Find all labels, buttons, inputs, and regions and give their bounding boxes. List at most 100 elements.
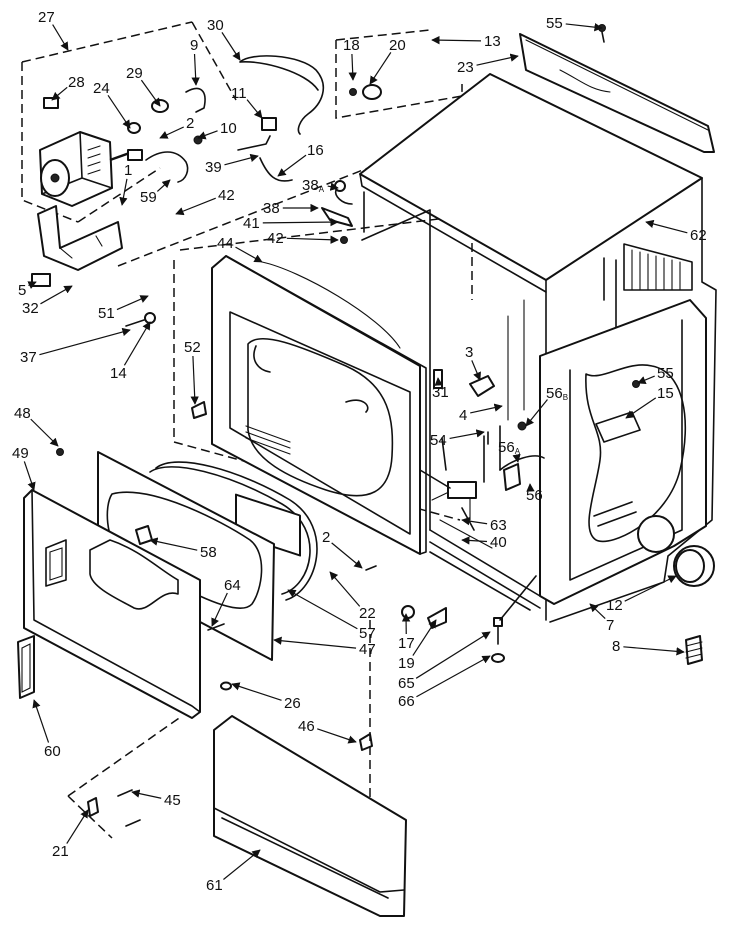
callout-1: 1 — [119, 162, 132, 206]
part-number: 2 — [186, 115, 194, 132]
part-number: 13 — [484, 33, 501, 50]
leader-line — [449, 429, 485, 440]
part-number: 65 — [398, 675, 415, 692]
callout-56: 56 — [526, 483, 543, 504]
part-number: 3 — [465, 344, 473, 361]
callout-66: 66 — [398, 655, 491, 710]
callout-14: 14 — [110, 321, 151, 382]
leader-line — [27, 281, 37, 289]
callout-2: 2 — [159, 115, 194, 139]
callout-42: 42 — [267, 230, 339, 247]
leader-line — [287, 589, 358, 630]
leader-line — [231, 682, 282, 701]
part-number: 56 — [526, 487, 543, 504]
part-number: 54 — [430, 432, 447, 449]
callout-31: 31 — [432, 377, 449, 401]
leader-line — [156, 179, 171, 192]
callout-21: 21 — [52, 809, 89, 860]
part-number: 16 — [307, 142, 324, 159]
part-number: 23 — [457, 59, 474, 76]
part-number: 37 — [20, 349, 37, 366]
callout-47: 47 — [273, 636, 376, 658]
callout-60: 60 — [32, 699, 61, 760]
part-number: 30 — [207, 17, 224, 34]
callout-55: 55 — [637, 365, 674, 384]
leader-line — [40, 285, 73, 305]
door-handle — [17, 635, 35, 699]
callout-19: 19 — [398, 619, 437, 672]
part-number: 48 — [14, 405, 31, 422]
callout-41: 41 — [243, 215, 339, 232]
callout-48: 48 — [14, 405, 59, 447]
callout-37: 37 — [20, 327, 131, 366]
callout-8: 8 — [612, 638, 685, 656]
part-number: 58 — [200, 544, 217, 561]
leader-line — [470, 403, 503, 414]
callout-28: 28 — [51, 74, 85, 101]
leader-line — [223, 849, 261, 880]
part-number: 27 — [38, 9, 55, 26]
leader-line — [623, 646, 685, 656]
part-number: 9 — [190, 37, 198, 54]
callout-32: 32 — [22, 285, 73, 317]
part-number: 19 — [398, 655, 415, 672]
part-number: 18 — [343, 37, 360, 54]
callout-61: 61 — [206, 849, 261, 894]
front-bulkhead — [211, 255, 443, 555]
leader-line — [624, 575, 677, 602]
part-number: 31 — [432, 384, 449, 401]
leader-line — [23, 461, 36, 491]
callout-5: 5 — [18, 281, 37, 299]
callout-17: 17 — [398, 613, 415, 652]
leader-line — [476, 53, 519, 66]
part-number: 66 — [398, 693, 415, 710]
callout-54: 54 — [430, 429, 485, 449]
callout-55: 55 — [546, 15, 603, 32]
part-number: 21 — [52, 843, 69, 860]
hardware — [67, 180, 715, 839]
callout-44: 44 — [217, 235, 263, 263]
top-rail — [519, 33, 715, 153]
part-number: 51 — [98, 305, 115, 322]
leader-line — [52, 24, 69, 51]
callout-18: 18 — [343, 37, 360, 81]
leader-line — [131, 789, 162, 799]
part-number: 5 — [18, 282, 26, 299]
part-number: 56 — [546, 385, 563, 402]
leader-line — [589, 603, 606, 619]
part-number: 15 — [657, 385, 674, 402]
callout-10: 10 — [197, 120, 237, 140]
callout-11: 11 — [231, 85, 263, 119]
part-suffix: A — [319, 185, 325, 194]
callout-23: 23 — [457, 53, 519, 76]
leader-line — [30, 418, 59, 447]
part-number: 55 — [657, 365, 674, 382]
part-number: 45 — [164, 792, 181, 809]
idler-parts — [193, 117, 293, 182]
leader-line — [416, 655, 491, 698]
leader-line — [123, 321, 151, 366]
callout-59: 59 — [140, 179, 171, 206]
leader-line — [645, 219, 688, 234]
callout-7: 7 — [589, 603, 614, 634]
part-number: 8 — [612, 638, 620, 655]
leader-line — [348, 53, 357, 81]
callout-42: 42 — [175, 187, 235, 216]
leader-line — [331, 542, 363, 569]
part-number: 40 — [490, 534, 507, 551]
callout-16: 16 — [277, 142, 324, 177]
leader-line — [197, 130, 218, 140]
part-number: 59 — [140, 189, 157, 206]
part-number: 28 — [68, 74, 85, 91]
leader-line — [329, 571, 361, 607]
leader-line — [415, 631, 491, 679]
motor-assembly — [21, 21, 237, 287]
part-number: 12 — [606, 597, 623, 614]
callout-9: 9 — [190, 37, 200, 86]
leader-line — [32, 699, 50, 743]
